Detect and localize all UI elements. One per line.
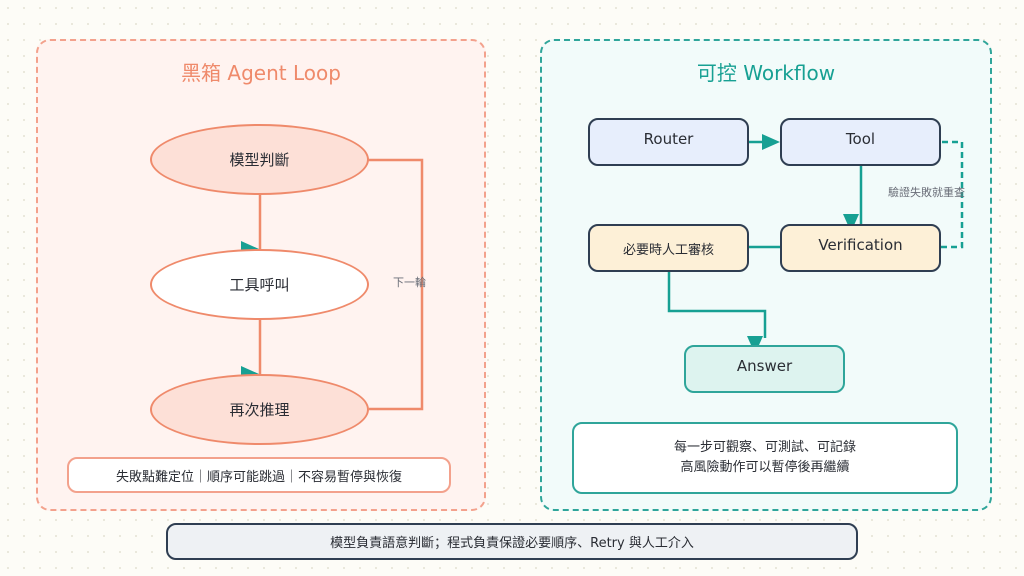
node-tool-call: 工具呼叫 xyxy=(150,249,369,320)
node-router: Router xyxy=(588,118,749,166)
loop-label: 下一輪 xyxy=(393,276,426,289)
workflow-title: 可控 Workflow xyxy=(696,61,836,85)
node-tool-label: Tool xyxy=(845,130,876,148)
node-model-judgment: 模型判斷 xyxy=(150,124,369,195)
black-box-title: 黑箱 Agent Loop xyxy=(181,61,341,85)
node-re-reasoning: 再次推理 xyxy=(150,374,369,445)
arrowhead-verification-in xyxy=(843,214,859,232)
node-answer-label: Answer xyxy=(736,357,793,375)
edge-loop-back xyxy=(362,158,424,411)
workflow-note-line-2: 高風險動作可以暫停後再繼續 xyxy=(680,460,850,475)
node-re-reasoning-label: 再次推理 xyxy=(229,401,290,419)
edge-retry xyxy=(932,140,964,249)
node-verification-label: Verification xyxy=(818,236,903,254)
node-answer: Answer xyxy=(684,345,845,393)
workflow-note: 每一步可觀察、可測試、可記錄 高風險動作可以暫停後再繼續 xyxy=(572,422,958,494)
arrowhead-tool-in xyxy=(762,134,780,150)
workflow-note-line-1: 每一步可觀察、可測試、可記錄 xyxy=(673,440,856,455)
node-tool: Tool xyxy=(780,118,941,166)
node-model-judgment-label: 模型判斷 xyxy=(229,151,290,169)
edge-human-to-answer xyxy=(667,271,767,338)
node-tool-call-label: 工具呼叫 xyxy=(229,276,290,294)
node-verification: Verification xyxy=(780,224,941,272)
retry-label: 驗證失敗就重查 xyxy=(888,186,965,199)
node-human-review-label: 必要時人工審核 xyxy=(622,242,714,258)
node-router-label: Router xyxy=(643,130,694,148)
node-human-review: 必要時人工審核 xyxy=(588,224,749,272)
black-box-note: 失敗點難定位｜順序可能跳過｜不容易暫停與恢復 xyxy=(67,457,451,493)
summary-bar: 模型負責語意判斷；程式負責保證必要順序、Retry 與人工介入 xyxy=(166,523,858,560)
